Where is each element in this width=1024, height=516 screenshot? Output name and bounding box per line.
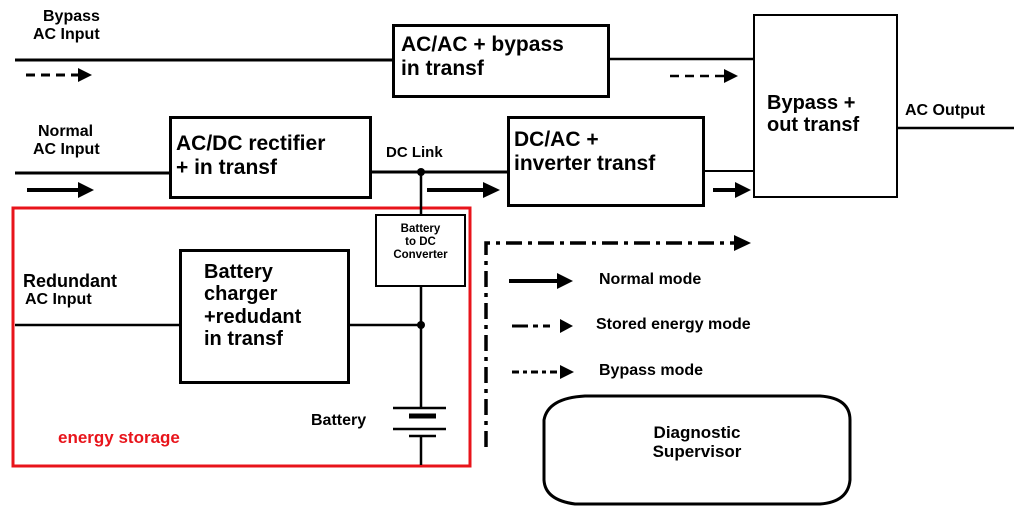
legend-normal-mode-label: Normal mode [599,271,702,288]
ac-output-label: AC Output [905,102,985,119]
battery-dc-converter-line1: Battery [400,223,441,235]
normal-input-label-line1: Normal [38,123,94,140]
bypass-out-block-line1: Bypass + [767,92,856,114]
acac-bypass-block-line1: AC/AC + bypass [401,33,564,56]
energy-storage-region [11,206,472,468]
legend-stored-energy-sample [512,319,573,333]
battery-charger-block-line4: in transf [204,328,283,351]
stored-energy-mode-path [484,235,751,447]
bypass-mode-arrow-out [670,69,738,83]
bypass-out-block: Bypass + out transf [753,14,898,198]
battery-dc-converter-line3: Converter [393,248,448,261]
rectifier-block-line2: + in transf [176,155,277,179]
bypass-input-label: Bypass AC Input [33,8,100,44]
bypass-input-label-line1: Bypass [43,8,100,25]
battery-symbol [393,406,446,438]
battery-charger-block-line2: charger [204,283,278,306]
diagnostic-supervisor-label: Diagnostic Supervisor [544,423,850,461]
normal-input-label: Normal AC Input [33,123,100,159]
battery-charger-block-line3: +redudant [204,305,302,328]
redundant-input-label-line1: Redundant [23,271,117,291]
legend-stored-energy-label: Stored energy mode [596,316,751,333]
bypass-mode-arrow-in [26,68,92,82]
battery-dc-converter-block: Battery to DC Converter [375,214,466,287]
diagnostic-supervisor-line2: Supervisor [652,442,742,462]
dc-link-label: DC Link [386,144,443,161]
rectifier-block: AC/DC rectifier + in transf [169,116,372,199]
normal-mode-arrow-out [713,182,751,198]
inverter-block-line2: inverter transf [514,151,656,175]
normal-input-label-line2: AC Input [33,140,100,158]
diagnostic-supervisor-shape [542,394,852,506]
legend-bypass-mode-sample [512,365,574,379]
rectifier-block-line1: AC/DC rectifier [176,132,326,155]
battery-charger-block-line1: Battery [204,261,273,283]
normal-mode-arrow-dclink [427,182,500,198]
normal-mode-arrow-in [27,182,94,198]
bypass-input-label-line2: AC Input [33,25,100,43]
diagnostic-supervisor-line1: Diagnostic [653,423,741,442]
inverter-block-line1: DC/AC + [514,128,599,151]
acac-bypass-block-line2: in transf [401,56,484,80]
legend-normal-mode-sample [509,273,573,289]
legend-bypass-mode-label: Bypass mode [599,362,704,379]
redundant-input-label-line2: AC Input [25,291,92,309]
redundant-input-label: Redundant AC Input [23,271,117,309]
bypass-out-block-line2: out transf [767,114,860,137]
inverter-block: DC/AC + inverter transf [507,116,705,207]
battery-charger-block: Battery charger +redudant in transf [179,249,350,384]
energy-storage-label: energy storage [58,428,180,447]
battery-dc-converter-line2: to DC [405,235,436,248]
battery-label: Battery [311,412,367,429]
acac-bypass-block: AC/AC + bypass in transf [392,24,610,98]
